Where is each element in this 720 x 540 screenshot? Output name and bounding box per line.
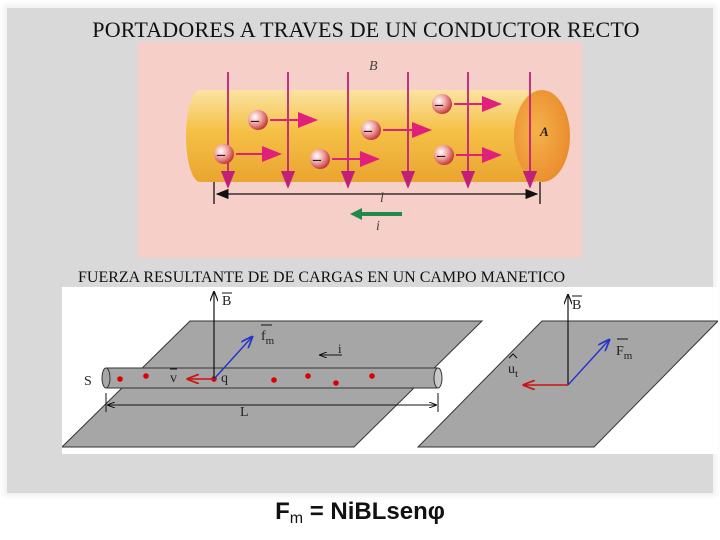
force-label-left-main: f — [261, 329, 266, 344]
formula-lhs: F — [275, 498, 290, 525]
length-dimension — [105, 393, 439, 412]
cylinder-right-end — [433, 367, 443, 389]
force-formula: Fm = NiBLsenφ — [0, 498, 720, 528]
formula-rhs: = NiBLsenφ — [303, 498, 445, 525]
charge-label: q — [221, 371, 228, 386]
conductor-figure: A B – – – – — [138, 42, 582, 258]
charge-dot — [369, 373, 375, 379]
conductor-end-cap — [514, 90, 570, 182]
length-label: l — [380, 191, 384, 206]
bottom-charges — [117, 373, 375, 386]
force-vector-right — [567, 340, 609, 386]
force-label-left: fm — [261, 329, 275, 347]
field-label: B — [369, 59, 378, 74]
charge — [432, 94, 452, 114]
force-diagram: S B fm v q i L B Fm ut — [62, 287, 718, 454]
cylinder-body — [105, 367, 439, 389]
charge — [361, 120, 381, 140]
charge — [434, 145, 454, 165]
force-label-right-sub: m — [624, 350, 633, 362]
charge — [214, 144, 234, 164]
current-label: i — [376, 219, 380, 234]
force-label-right: Fm — [616, 344, 633, 362]
charge-carrier: – — [361, 120, 432, 140]
charge-sign: – — [216, 146, 226, 163]
charges: – – – – – – — [214, 94, 502, 169]
charge-sign: – — [363, 122, 373, 139]
charge-dot — [305, 373, 311, 379]
area-label: A — [539, 124, 549, 139]
charge-carrier: – — [248, 110, 318, 130]
conductor-cylinder — [101, 367, 443, 389]
charge-dot — [333, 380, 339, 386]
charge-dot — [117, 376, 123, 382]
velocity-label: v — [170, 371, 177, 386]
charge — [310, 149, 330, 169]
charge-dot — [143, 373, 149, 379]
charge-carrier: – — [214, 144, 282, 164]
force-label-right-main: F — [616, 344, 624, 359]
slide-title: PORTADORES A TRAVES DE UN CONDUCTOR RECT… — [92, 17, 640, 42]
charge-carrier: – — [310, 149, 380, 169]
current-label: i — [338, 341, 342, 356]
current-arrow-head — [350, 208, 362, 220]
unit-vector-label-main: u — [508, 362, 515, 377]
formula-lhs-sub: m — [289, 510, 304, 527]
section-subtitle: FUERZA RESULTANTE DE DE CARGAS EN UN CAM… — [78, 269, 566, 286]
unit-vector-hat — [508, 353, 518, 359]
charge-sign: – — [312, 151, 322, 168]
area-label: S — [84, 374, 92, 389]
charge-sign: – — [250, 112, 260, 129]
field-label-left: B — [222, 294, 231, 309]
length-dimension — [213, 182, 541, 204]
charge-carrier: – — [434, 145, 502, 165]
length-label: L — [240, 405, 249, 420]
field-label-right: B — [572, 298, 581, 313]
charge-dot — [271, 377, 277, 383]
force-vector-left — [213, 337, 252, 380]
charge-sign: – — [434, 96, 444, 113]
charge-sign: – — [436, 147, 446, 164]
charge — [248, 110, 268, 130]
force-label-left-sub: m — [266, 335, 275, 347]
cylinder-left-end — [101, 367, 111, 389]
unit-vector-label: ut — [508, 362, 518, 380]
charge-carrier: – — [432, 94, 502, 114]
unit-vector-label-sub: t — [515, 368, 518, 380]
